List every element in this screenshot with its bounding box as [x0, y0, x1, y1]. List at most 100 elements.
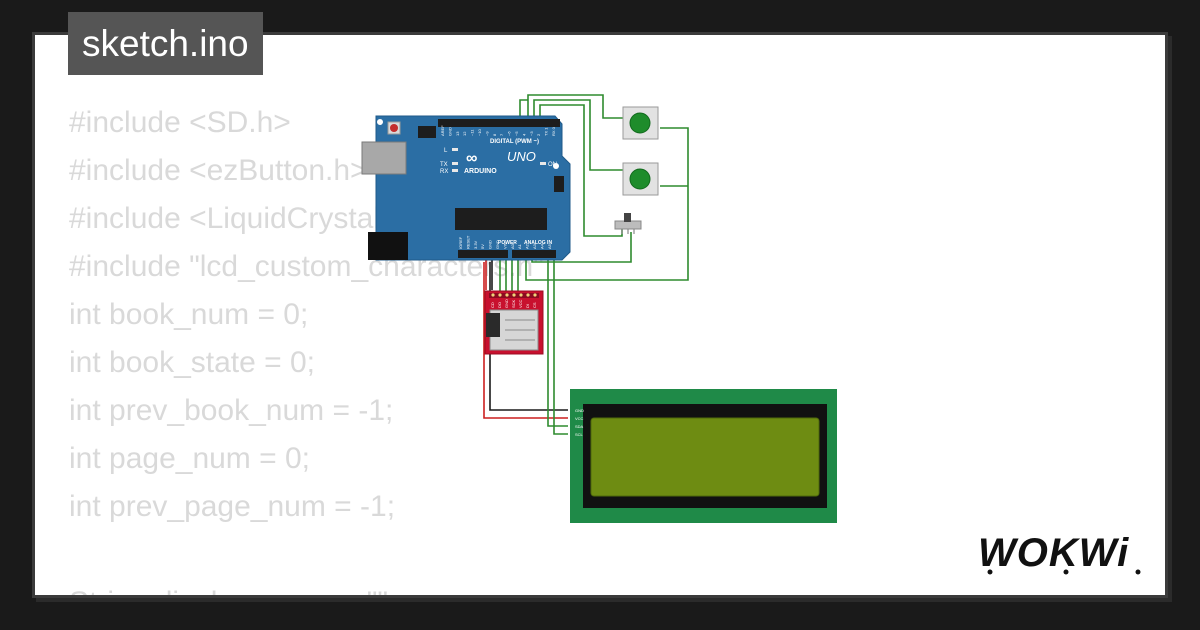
digital-pin-label: ~6	[507, 131, 512, 136]
code-line: #include <SD.h>	[69, 106, 291, 139]
sd-pin	[491, 293, 495, 297]
led-l-label: L	[444, 148, 448, 154]
led-indicator	[452, 148, 458, 151]
sd-pin-label: CS	[532, 302, 537, 308]
lcd-pin-label: VCC	[575, 416, 584, 421]
sd-pin-label: DO	[497, 302, 502, 308]
reset-button-cap	[390, 124, 398, 132]
sd-pin-label: VCC	[518, 299, 523, 308]
push-button-1[interactable]	[622, 106, 659, 140]
led-tx-label: TX	[440, 162, 448, 168]
power-analog-pin-label: A5	[547, 243, 552, 249]
push-button-2[interactable]	[622, 162, 659, 196]
lcd-pin-label: SCL	[575, 432, 584, 437]
digital-pin-label: 7	[499, 133, 504, 136]
sd-pin-label: CD	[490, 302, 495, 308]
icsp-header	[418, 126, 436, 138]
power-analog-pin-label: 5V	[480, 244, 485, 249]
sd-pin	[512, 293, 516, 297]
arduino-brand: ARDUINO	[464, 168, 497, 175]
lcd-screen	[590, 417, 820, 497]
arduino-logo: ∞	[466, 150, 477, 167]
led-indicator	[452, 169, 458, 172]
sd-pin-label: SCK	[511, 299, 516, 308]
digital-pin-label: GND	[447, 127, 452, 136]
sd-pin	[498, 293, 502, 297]
digital-pin-label: ~3	[529, 131, 534, 136]
lcd-pin-label: SDA	[575, 424, 584, 429]
sketch-title[interactable]: sketch.ino	[68, 12, 263, 75]
code-line: #include <ezButton.h>	[69, 154, 368, 187]
sd-card	[486, 313, 500, 337]
switch-knob	[624, 213, 631, 222]
mounting-hole	[377, 119, 383, 125]
code-line: int book_state = 0;	[69, 346, 316, 379]
arduino-model: UNO	[507, 149, 536, 164]
mounting-hole	[553, 163, 559, 169]
sd-pin-label: GND	[504, 299, 509, 308]
digital-pin-label: ~10	[477, 128, 482, 136]
code-line: int page_num = 0;	[69, 442, 311, 475]
sd-pin	[505, 293, 509, 297]
icsp2-header	[554, 176, 564, 192]
code-line: int prev_book_num = -1;	[69, 394, 394, 427]
digital-pin-label: TX 1	[544, 127, 549, 136]
usb-port	[361, 141, 407, 175]
digital-pin-label: 8	[492, 133, 497, 136]
code-line: String display_page = "";	[69, 579, 544, 595]
power-analog-pin-label: A3	[532, 243, 537, 249]
wire-ground-buttons	[525, 127, 689, 281]
switch-body	[614, 220, 642, 230]
button-body	[622, 162, 659, 196]
wire-lcd-vcc	[483, 262, 568, 419]
sd-pin	[533, 293, 537, 297]
logo-dot	[1063, 569, 1069, 575]
wokwi-logo-text: WOKWi	[978, 531, 1129, 575]
digital-header	[438, 119, 560, 127]
digital-pin-label: 2	[536, 133, 541, 136]
slide-switch[interactable]	[614, 213, 642, 234]
digital-pin-label: 4	[521, 133, 526, 136]
power-header	[458, 250, 508, 258]
sd-pin-label: DI	[525, 304, 530, 308]
wire-lcd-scl	[553, 258, 568, 435]
power-analog-pin-label: IOREF	[458, 236, 463, 249]
digital-pin-label: 13	[455, 131, 460, 136]
logo-dot	[1135, 569, 1141, 575]
digital-pin-label: ~11	[470, 129, 475, 136]
atmega-chip	[455, 208, 547, 230]
power-analog-pin-label: RESET	[465, 235, 470, 249]
power-analog-pin-label: A4	[539, 243, 544, 249]
button-cap	[629, 112, 651, 134]
power-analog-pin-label: A1	[517, 243, 522, 249]
digital-label: DIGITAL (PWM ~)	[490, 139, 539, 145]
power-analog-pin-label: GND	[495, 240, 500, 249]
lcd-display[interactable]: GND VCC SDA SCL	[570, 389, 837, 523]
code-line: int prev_page_num = -1;	[69, 490, 396, 523]
sd-pin	[526, 293, 530, 297]
button-cap	[629, 168, 651, 190]
wokwi-logo: WOKWi	[978, 531, 1141, 575]
arduino-uno[interactable]: DIGITAL (PWM ~) ∞ UNO ARDUINO L TX RX ON…	[361, 115, 571, 261]
wire-switch	[539, 104, 623, 237]
digital-pin-label: RX 0	[551, 126, 556, 136]
code-line: int book_num = 0;	[69, 298, 309, 331]
led-on-label: ON	[548, 162, 557, 168]
led-rx-label: RX	[440, 169, 448, 175]
lcd-pin-label: GND	[575, 408, 584, 413]
wire-lcd-sda	[547, 258, 568, 427]
power-analog-pin-label: A2	[525, 243, 530, 249]
digital-pin-label: ~9	[484, 131, 489, 136]
digital-pin-label: AREF	[440, 125, 445, 136]
power-jack	[368, 232, 408, 260]
wire-button-2	[533, 99, 625, 171]
power-analog-pin-label: GND	[488, 240, 493, 249]
led-indicator	[452, 162, 458, 165]
power-label: POWER	[498, 240, 517, 246]
sd-pin	[519, 293, 523, 297]
led-indicator	[540, 162, 546, 165]
digital-pin-label: 12	[462, 131, 467, 136]
analog-label: ANALOG IN	[524, 240, 552, 246]
